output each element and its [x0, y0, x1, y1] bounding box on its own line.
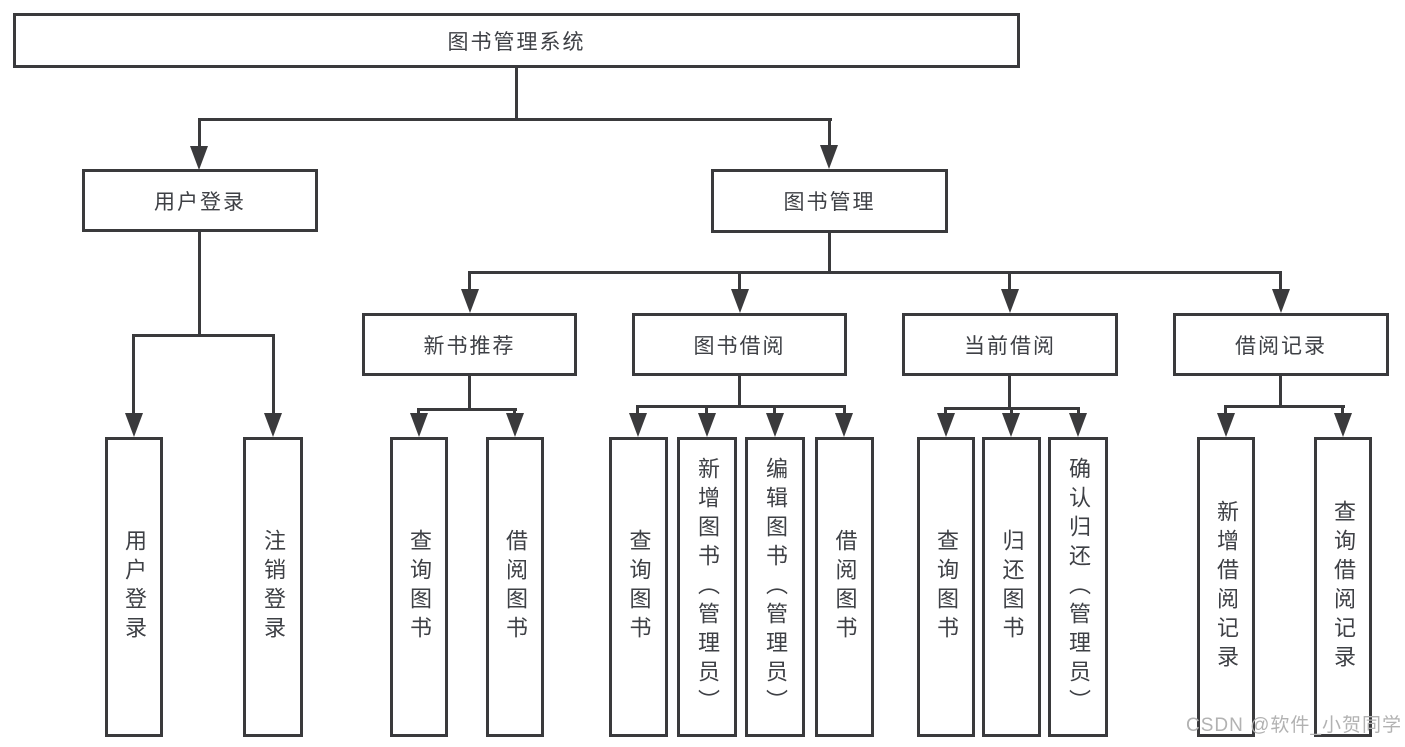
leaf-return-books-label: 归还图书 — [999, 529, 1025, 645]
node-borrow-records-label: 借阅记录 — [1235, 334, 1327, 358]
node-book-borrow-label: 图书借阅 — [693, 334, 786, 358]
connector-current-borrow-vertical — [1008, 376, 1011, 407]
connector-borrow-records-vertical — [1279, 376, 1282, 405]
leaf-confirm-return-admin: 确认归还（管理员） — [1048, 437, 1108, 737]
watermark: CSDN @软件_小贺同学 — [1186, 715, 1402, 736]
connector-user-login-vertical — [198, 232, 201, 334]
connector-book-borrow-horizontal — [636, 405, 846, 408]
arrow-down-icon — [190, 146, 208, 170]
connector-book-borrow-vertical — [738, 376, 741, 405]
connector-arm-leaf — [843, 405, 846, 415]
node-user-login-label: 用户登录 — [154, 190, 246, 214]
arrow-down-icon — [835, 413, 853, 437]
connector-root-horizontal — [198, 118, 832, 121]
leaf-logout: 注销登录 — [243, 437, 303, 737]
connector-arm-book-management — [828, 118, 831, 146]
leaf-query-books-current-label: 查询图书 — [934, 529, 959, 645]
arrow-down-icon — [1001, 289, 1019, 313]
arrow-down-icon — [506, 413, 524, 437]
arrow-down-icon — [264, 413, 282, 437]
node-user-login: 用户登录 — [82, 169, 318, 232]
node-new-book-recommend-label: 新书推荐 — [423, 334, 516, 358]
leaf-add-books-admin: 新增图书（管理员） — [677, 437, 737, 737]
arrow-down-icon — [698, 413, 716, 437]
leaf-user-login: 用户登录 — [105, 437, 163, 737]
leaf-add-borrow-record: 新增借阅记录 — [1197, 437, 1255, 737]
arrow-down-icon — [820, 145, 838, 169]
connector-arm-leaf — [636, 405, 639, 415]
leaf-logout-label: 注销登录 — [261, 529, 286, 645]
connector-arm-leaf — [1077, 407, 1080, 415]
leaf-edit-books-admin-label: 编辑图书（管理员） — [763, 456, 788, 718]
leaf-query-books-borrow-label: 查询图书 — [626, 529, 652, 645]
leaf-query-borrow-record-label: 查询借阅记录 — [1331, 500, 1356, 674]
leaf-add-books-admin-label: 新增图书（管理员） — [695, 456, 720, 718]
connector-arm-user-login — [198, 118, 201, 146]
connector-arm-leaf — [132, 334, 135, 414]
arrow-down-icon — [629, 413, 647, 437]
arrow-down-icon — [731, 289, 749, 313]
connector-book-management-horizontal — [468, 271, 1282, 274]
node-current-borrow: 当前借阅 — [902, 313, 1118, 376]
arrow-down-icon — [410, 413, 428, 437]
connector-arm-leaf — [417, 408, 420, 416]
connector-book-management-vertical — [828, 233, 831, 271]
leaf-query-books-borrow: 查询图书 — [609, 437, 668, 737]
connector-arm-leaf — [705, 405, 708, 415]
connector-arm-leaf — [773, 405, 776, 415]
connector-arm-level3 — [1279, 271, 1282, 291]
connector-root-vertical — [515, 68, 518, 118]
leaf-return-books: 归还图书 — [982, 437, 1041, 737]
leaf-borrow-books-recommend-label: 借阅图书 — [503, 529, 528, 645]
connector-borrow-records-horizontal — [1224, 405, 1345, 408]
leaf-query-books-recommend-label: 查询图书 — [407, 529, 432, 645]
leaf-user-login-label: 用户登录 — [122, 529, 147, 645]
node-root-label: 图书管理系统 — [447, 30, 586, 54]
connector-arm-leaf — [944, 407, 947, 415]
connector-user-login-horizontal — [132, 334, 275, 337]
connector-arm-level3 — [1008, 271, 1011, 291]
leaf-borrow-books-recommend: 借阅图书 — [486, 437, 544, 737]
node-book-borrow: 图书借阅 — [632, 313, 847, 376]
connector-arm-leaf — [513, 408, 516, 416]
node-borrow-records: 借阅记录 — [1173, 313, 1389, 376]
node-book-management-label: 图书管理 — [783, 191, 876, 214]
arrow-down-icon — [1272, 289, 1290, 313]
arrow-down-icon — [1069, 413, 1087, 437]
node-root: 图书管理系统 — [13, 13, 1020, 68]
leaf-borrow-books-borrow-label: 借阅图书 — [832, 529, 858, 645]
arrow-down-icon — [1334, 413, 1352, 437]
arrow-down-icon — [1217, 413, 1235, 437]
leaf-edit-books-admin: 编辑图书（管理员） — [745, 437, 805, 737]
leaf-borrow-books-borrow: 借阅图书 — [815, 437, 874, 737]
arrow-down-icon — [125, 413, 143, 437]
leaf-add-borrow-record-label: 新增借阅记录 — [1214, 500, 1239, 674]
connector-new-book-vertical — [468, 376, 471, 408]
connector-arm-leaf — [272, 334, 275, 414]
connector-arm-leaf — [1224, 405, 1227, 415]
node-book-management: 图书管理 — [711, 169, 948, 233]
connector-new-book-horizontal — [417, 408, 517, 411]
leaf-confirm-return-admin-label: 确认归还（管理员） — [1066, 456, 1091, 718]
leaf-query-books-recommend: 查询图书 — [390, 437, 448, 737]
arrow-down-icon — [937, 413, 955, 437]
node-current-borrow-label: 当前借阅 — [964, 334, 1056, 358]
connector-arm-leaf — [1010, 407, 1013, 415]
connector-arm-level3 — [738, 271, 741, 291]
connector-arm-leaf — [1341, 405, 1344, 415]
arrow-down-icon — [1002, 413, 1020, 437]
connector-arm-level3 — [468, 271, 471, 291]
leaf-query-borrow-record: 查询借阅记录 — [1314, 437, 1372, 737]
leaf-query-books-current: 查询图书 — [917, 437, 975, 737]
arrow-down-icon — [766, 413, 784, 437]
arrow-down-icon — [461, 289, 479, 313]
node-new-book-recommend: 新书推荐 — [362, 313, 577, 376]
